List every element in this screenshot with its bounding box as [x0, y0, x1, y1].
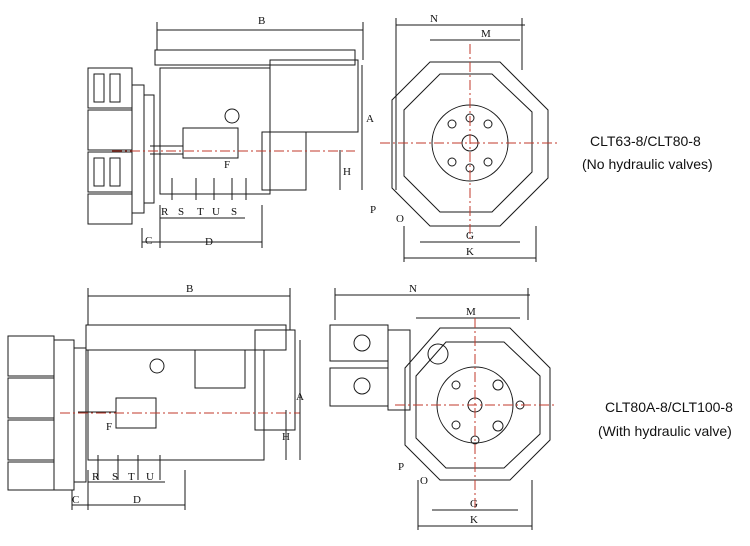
caption-models-1: CLT63-8/CLT80-8	[590, 133, 701, 149]
dim2-M: M	[466, 306, 476, 318]
caption-note-2: (With hydraulic valve)	[598, 423, 732, 439]
dim-M: M	[481, 28, 491, 40]
caption-note-1: (No hydraulic valves)	[582, 156, 713, 172]
dim-H: H	[343, 166, 351, 178]
turret-inner	[403, 73, 533, 213]
dim2-D: D	[133, 494, 141, 506]
nameplate	[261, 131, 307, 191]
clamp-blocks	[87, 67, 155, 225]
dim2-T: T	[128, 471, 135, 483]
dimension-labels: B A H F C D R S T U S N M P O G K B A H …	[72, 13, 491, 526]
dim-O: O	[396, 213, 404, 225]
dim-A: A	[366, 113, 374, 125]
dim2-H: H	[282, 431, 290, 443]
dim2-F: F	[106, 421, 112, 433]
dim-U: U	[212, 206, 220, 218]
dim2-A: A	[296, 391, 304, 403]
top-cover-2	[85, 324, 287, 351]
coupling-block	[182, 127, 239, 159]
dim2-C: C	[72, 494, 79, 506]
dim2-U: U	[146, 471, 154, 483]
dim-S2: S	[231, 206, 237, 218]
dim-G: G	[466, 230, 474, 242]
dim2-K: K	[470, 514, 478, 526]
dim-S: S	[178, 206, 184, 218]
turret-inner-2	[415, 341, 541, 469]
hydraulic-valve-block	[329, 324, 411, 411]
dim2-N: N	[409, 283, 417, 295]
dim-D: D	[205, 236, 213, 248]
dim-K: K	[466, 246, 474, 258]
turret-octagon-2	[404, 327, 551, 481]
dim-P: P	[370, 204, 376, 216]
caption-models-2: CLT80A-8/CLT100-8	[605, 399, 733, 415]
side-view-1	[87, 22, 364, 248]
dim2-R: R	[92, 471, 100, 483]
top-cover	[154, 49, 356, 66]
dim2-S: S	[112, 471, 118, 483]
dim2-G: G	[470, 498, 478, 510]
motor-housing	[269, 59, 359, 133]
dim-T: T	[197, 206, 204, 218]
dim-R: R	[161, 206, 169, 218]
side-view-2	[7, 288, 301, 510]
dim2-P: P	[398, 461, 404, 473]
body-hole	[224, 108, 240, 124]
front-view-1	[380, 18, 560, 262]
main-housing-2	[87, 349, 265, 461]
motor-housing-2	[254, 329, 296, 431]
clamp-blocks-2	[7, 335, 87, 491]
main-housing	[159, 67, 271, 195]
front-view-2	[329, 288, 555, 530]
dim-B: B	[258, 15, 265, 27]
dim-N: N	[430, 13, 438, 25]
dim-F: F	[224, 159, 230, 171]
nameplate-2	[194, 349, 246, 389]
dim2-O: O	[420, 475, 428, 487]
dim2-B: B	[186, 283, 193, 295]
turret-octagon	[391, 61, 549, 227]
dim-C: C	[145, 235, 152, 247]
